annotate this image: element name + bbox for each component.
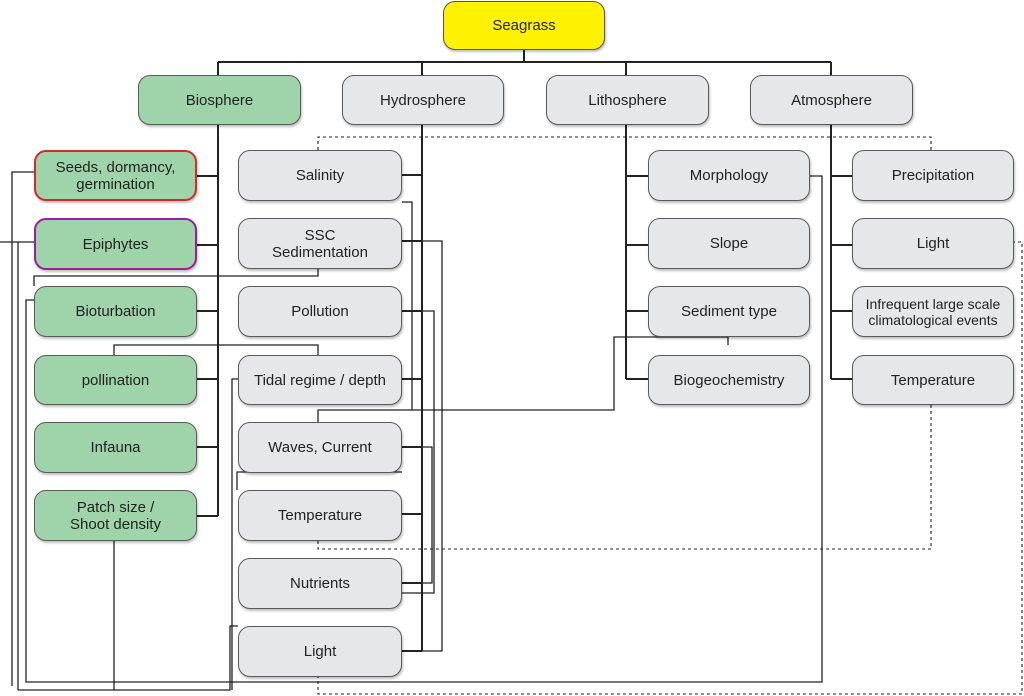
node-pollution: Pollution <box>238 286 402 337</box>
node-precipitation: Precipitation <box>852 150 1014 201</box>
node-atmo-light: Light <box>852 218 1014 269</box>
node-morphology: Morphology <box>648 150 810 201</box>
connector-bioturbation <box>25 175 823 683</box>
connector-pollution <box>402 310 435 594</box>
node-sediment-type: Sediment type <box>648 286 810 337</box>
node-hydro-temperature: Temperature <box>238 490 402 541</box>
connector-seeds-left <box>11 171 34 686</box>
node-ssc-sedimentation: SSC Sedimentation <box>238 218 402 269</box>
connector-atmosphere-trunk <box>830 125 852 380</box>
connector-pollination <box>113 344 319 355</box>
connector-salinity <box>317 201 729 422</box>
node-pollination: pollination <box>34 355 197 405</box>
node-atmo-temperature: Temperature <box>852 355 1014 405</box>
connector-ssc <box>402 240 443 652</box>
connector-biosphere-trunk <box>197 125 219 517</box>
connector-dotted-temp <box>317 404 932 550</box>
node-hydro-light: Light <box>238 626 402 677</box>
node-waves-current: Waves, Current <box>238 422 402 473</box>
node-biogeochemistry: Biogeochemistry <box>648 355 810 405</box>
node-infauna: Infauna <box>34 422 197 473</box>
connector-dotted-top <box>317 136 932 150</box>
node-bioturbation: Bioturbation <box>34 286 197 337</box>
node-atmosphere: Atmosphere <box>750 75 913 125</box>
node-biosphere: Biosphere <box>138 75 301 125</box>
node-slope: Slope <box>648 218 810 269</box>
node-nutrients: Nutrients <box>238 558 402 609</box>
node-seeds-dormancy-germination: Seeds, dormancy, germination <box>34 150 197 201</box>
connector-root-trunk <box>217 50 832 75</box>
connector-epiphytes-left <box>0 241 238 691</box>
connector-lithosphere-trunk <box>625 125 648 380</box>
node-salinity: Salinity <box>238 150 402 201</box>
node-climatological-events: Infrequent large scale climatological ev… <box>852 286 1014 337</box>
node-tidal-regime-depth: Tidal regime / depth <box>238 355 402 405</box>
node-hydrosphere: Hydrosphere <box>342 75 504 125</box>
node-epiphytes: Epiphytes <box>34 218 197 270</box>
connector-dotted-light <box>317 241 1023 695</box>
node-patch-size-shoot-density: Patch size / Shoot density <box>34 490 197 541</box>
node-lithosphere: Lithosphere <box>546 75 709 125</box>
node-seagrass: Seagrass <box>443 1 605 50</box>
connector-tidal <box>231 378 238 690</box>
